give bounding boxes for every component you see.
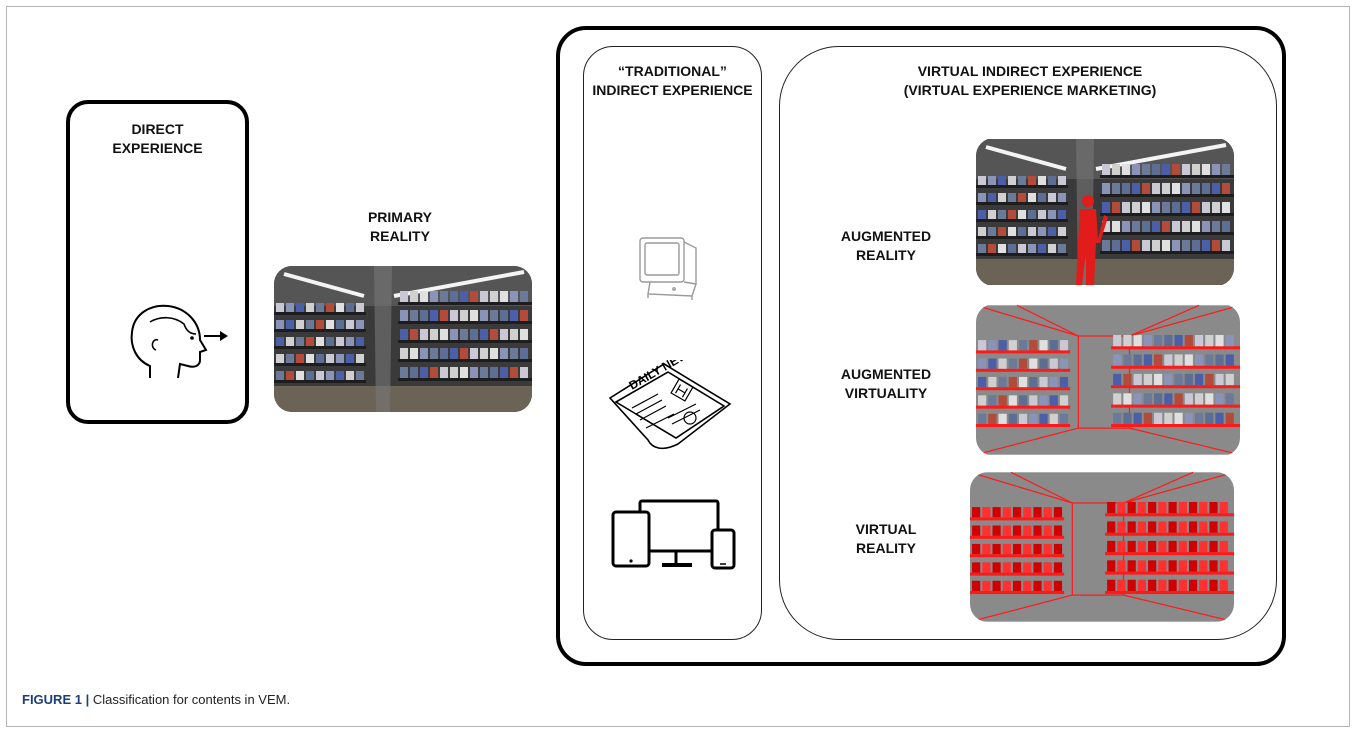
direct-experience-label: DIRECT EXPERIENCE xyxy=(66,120,249,158)
indirect-experience-outer-box xyxy=(556,26,1286,666)
figure-frame xyxy=(6,6,1350,727)
label-line: REALITY xyxy=(856,540,916,556)
label-line: AUGMENTED xyxy=(840,228,932,244)
augmented-reality-store-image xyxy=(976,138,1234,286)
store-illustration xyxy=(274,266,532,412)
label-line: VIRTUALITY xyxy=(844,385,928,401)
virtual-indirect-label: VIRTUAL INDIRECT EXPERIENCE (VIRTUAL EXP… xyxy=(900,62,1160,100)
label-line: EXPERIENCE xyxy=(112,140,203,156)
store-illustration xyxy=(976,139,1234,285)
virtual-reality-store-image xyxy=(970,472,1234,622)
label-line: DIRECT xyxy=(131,121,184,137)
label-line: REALITY xyxy=(370,228,430,244)
traditional-indirect-label: “TRADITIONAL” INDIRECT EXPERIENCE xyxy=(583,62,762,100)
virtual-reality-label: VIRTUAL REALITY xyxy=(826,520,946,558)
direct-experience-box xyxy=(66,100,249,424)
label-line: VIRTUAL xyxy=(855,521,917,537)
devices-icon xyxy=(611,499,736,570)
primary-reality-label: PRIMARY REALITY xyxy=(330,208,470,246)
label-line: AUGMENTED xyxy=(840,366,932,382)
caption-text: Classification for contents in VEM. xyxy=(89,692,291,707)
augmented-virtuality-label: AUGMENTED VIRTUALITY xyxy=(826,365,946,403)
virtual-indirect-box xyxy=(779,46,1277,640)
label-line: (VIRTUAL EXPERIENCE MARKETING) xyxy=(903,82,1157,98)
traditional-indirect-box xyxy=(583,46,762,640)
label-line: PRIMARY xyxy=(367,209,433,225)
wireframe-store-illustration xyxy=(976,304,1240,456)
wireframe-store-illustration xyxy=(970,472,1234,622)
label-line: INDIRECT EXPERIENCE xyxy=(592,82,753,98)
crt-monitor-icon xyxy=(639,237,697,300)
label-line: REALITY xyxy=(856,247,916,263)
augmented-reality-label: AUGMENTED REALITY xyxy=(826,227,946,265)
head-icon xyxy=(130,304,228,379)
primary-reality-store-image xyxy=(274,266,532,412)
newspaper-icon: DAILY NEWS xyxy=(608,360,732,450)
figure-caption: FIGURE 1 | Classification for contents i… xyxy=(22,692,290,707)
label-line: “TRADITIONAL” xyxy=(618,63,727,79)
caption-tag: FIGURE 1 | xyxy=(22,692,90,707)
augmented-virtuality-store-image xyxy=(976,304,1240,456)
label-line: VIRTUAL INDIRECT EXPERIENCE xyxy=(917,63,1143,79)
